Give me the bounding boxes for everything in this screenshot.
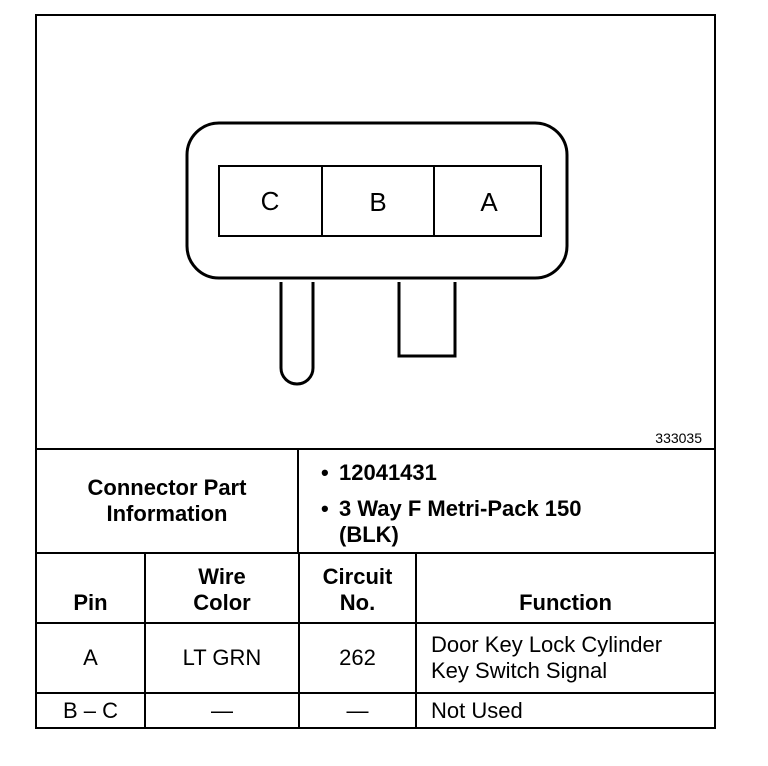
key-rib [397, 282, 457, 358]
row-bc-circuit: — [300, 692, 417, 727]
row-bc-pin: B – C [37, 692, 146, 727]
part-number-text: 12041431 [339, 460, 437, 485]
info-title: Connector Part Information [87, 475, 247, 526]
row-bc-function: Not Used [417, 692, 714, 727]
cavity-label-a: A [480, 187, 498, 217]
connector-info-row: Connector Part Information • 12041431 • … [37, 448, 714, 552]
header-function: Function [417, 552, 714, 622]
connector-outline-drawing [185, 121, 569, 386]
row-a-pin: A [37, 622, 146, 692]
row-a-function: Door Key Lock Cylinder Key Switch Signal [417, 622, 714, 692]
connector-type: • 3 Way F Metri-Pack 150 (BLK) [321, 496, 599, 548]
connector-type-text: 3 Way F Metri-Pack 150 (BLK) [339, 496, 582, 547]
row-bc-wire-color: — [146, 692, 300, 727]
connector-face-view: C B A 333035 [37, 16, 714, 448]
info-list-cell: • 12041431 • 3 Way F Metri-Pack 150 (BLK… [299, 450, 714, 552]
connector-housing [185, 121, 569, 280]
connector-diagram-frame: C B A 333035 Connector Part Information … [35, 14, 716, 729]
cavity-label-b: B [369, 187, 387, 217]
header-wire-color: Wire Color [146, 552, 300, 622]
header-circuit-no-text: Circuit No. [322, 564, 393, 615]
header-wire-color-text: Wire Color [193, 564, 251, 615]
pin-table: Pin Wire Color Circuit No. Function A LT… [37, 552, 714, 727]
row-a-wire-color: LT GRN [146, 622, 300, 692]
bullet-icon: • [321, 460, 329, 485]
row-a-function-text: Door Key Lock Cylinder Key Switch Signal [431, 632, 663, 683]
drawing-id: 333035 [655, 430, 702, 446]
latch-tab [279, 282, 315, 386]
header-pin: Pin [37, 552, 146, 622]
cavity-strip [218, 165, 542, 237]
header-circuit-no: Circuit No. [300, 552, 417, 622]
part-number: • 12041431 [321, 460, 437, 486]
info-title-cell: Connector Part Information [37, 450, 299, 552]
bullet-icon: • [321, 496, 329, 521]
row-a-circuit: 262 [300, 622, 417, 692]
cavity-label-c: C [260, 186, 280, 216]
